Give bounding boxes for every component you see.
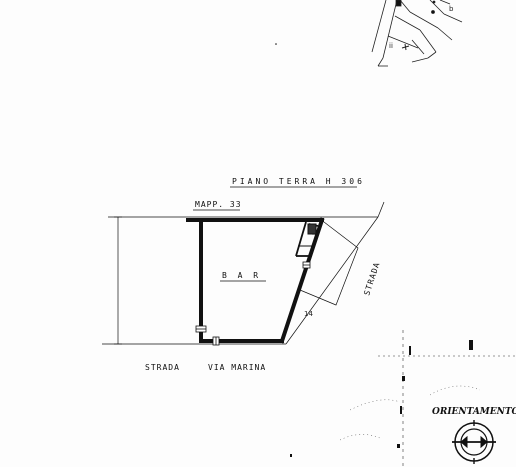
room-label-bar: B A R bbox=[222, 271, 261, 280]
property-boundary bbox=[102, 201, 385, 345]
service-room bbox=[295, 221, 319, 257]
street-name: VIA MARINA bbox=[208, 363, 266, 372]
inset-site-map bbox=[371, 0, 463, 67]
inset-mark-ii: ii bbox=[389, 42, 393, 50]
annex-number: 14 bbox=[304, 310, 313, 318]
plan-title: PIANO TERRA H 306 bbox=[232, 177, 365, 186]
compass-icon bbox=[452, 420, 496, 464]
sheet-border bbox=[339, 330, 516, 467]
print-marks bbox=[275, 43, 473, 457]
orientation-label: ORIENTAMENTO bbox=[432, 407, 516, 417]
inset-label-b: b bbox=[449, 5, 454, 13]
street-label-right: STRADA bbox=[362, 261, 381, 297]
street-label-left: STRADA bbox=[145, 363, 180, 372]
parcel-label: MAPP. 33 bbox=[195, 200, 242, 209]
